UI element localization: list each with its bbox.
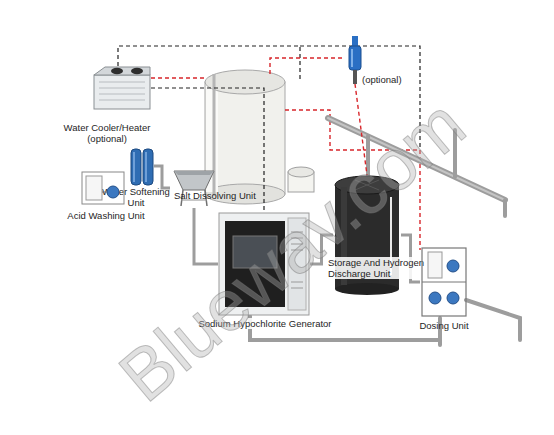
unit-label: Dosing Unit bbox=[414, 320, 474, 331]
dosing-skid bbox=[420, 246, 468, 318]
salt-hopper bbox=[170, 168, 218, 208]
unit-label: Water Cooler/Heater (optional) bbox=[55, 122, 159, 144]
pipe-connector bbox=[194, 208, 218, 264]
pipe-connector bbox=[154, 166, 170, 188]
big-white-tank bbox=[205, 70, 285, 204]
acid-washing-skid bbox=[80, 170, 126, 206]
unit-label: (optional) bbox=[362, 74, 412, 85]
equipment-node: Dosing Unit bbox=[420, 246, 468, 318]
unit-label: Salt Dissolving Unit bbox=[174, 190, 274, 201]
equipment-node: Salt Dissolving Unit bbox=[170, 168, 218, 208]
watermark: Bluewav.com bbox=[104, 83, 479, 416]
softener-cylinders bbox=[130, 146, 154, 186]
unit-label: Acid Washing Unit bbox=[62, 210, 150, 221]
cooler-unit bbox=[93, 66, 151, 110]
equipment-node: (optional) bbox=[344, 36, 366, 84]
equipment-node: Water Softening Unit bbox=[130, 146, 154, 186]
unit-label: Storage And Hydrogen Discharge Unit bbox=[327, 257, 433, 279]
equipment-node: Water Cooler/Heater (optional) bbox=[93, 66, 151, 110]
equipment-node: Acid Washing Unit bbox=[80, 170, 126, 206]
